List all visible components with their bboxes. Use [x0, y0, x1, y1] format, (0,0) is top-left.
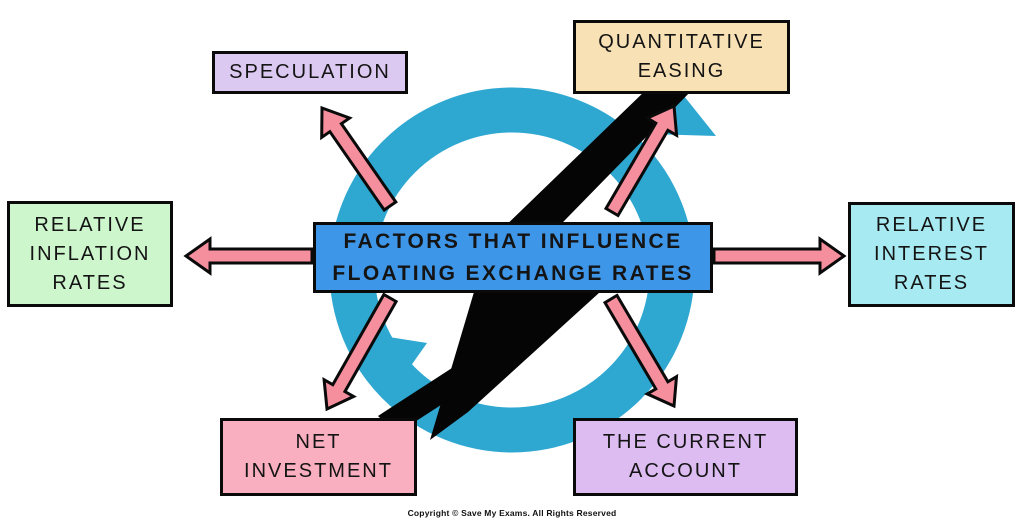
arrow-to-quantitative-easing — [603, 103, 679, 218]
factor-label: RELATIVE INTEREST RATES — [874, 214, 989, 294]
copyright-notice: Copyright © Save My Exams. All Rights Re… — [407, 508, 617, 518]
factor-label: QUANTITATIVE EASING — [598, 31, 765, 82]
central-topic-label: FACTORS THAT INFLUENCE FLOATING EXCHANGE… — [332, 230, 694, 285]
arrow-to-speculation — [320, 105, 398, 213]
factor-box-speculation: SPECULATION — [212, 51, 408, 94]
lightning-bolt-upper-icon — [468, 88, 694, 262]
lightning-bolt-lower-icon — [430, 292, 600, 440]
factor-box-the-current-account: THE CURRENT ACCOUNT — [573, 418, 798, 496]
factor-label: RELATIVE INFLATION RATES — [29, 213, 151, 294]
factor-label: THE CURRENT ACCOUNT — [602, 431, 769, 482]
arrow-to-relative-interest-rates — [712, 236, 847, 276]
arrow-to-the-current-account — [602, 293, 679, 409]
lightning-bolt-barb-icon — [378, 368, 472, 434]
arrow-to-net-investment — [322, 292, 399, 412]
factor-box-quantitative-easing: QUANTITATIVE EASING — [573, 20, 790, 94]
factor-box-net-investment: NET INVESTMENT — [220, 418, 417, 496]
arrow-to-relative-inflation-rates — [183, 236, 314, 276]
factor-box-relative-interest-rates: RELATIVE INTEREST RATES — [848, 202, 1015, 307]
factor-box-relative-inflation-rates: RELATIVE INFLATION RATES — [7, 201, 173, 307]
central-topic-box: FACTORS THAT INFLUENCE FLOATING EXCHANGE… — [313, 222, 713, 293]
factor-label: SPECULATION — [229, 61, 391, 83]
factor-label: NET INVESTMENT — [244, 431, 393, 482]
